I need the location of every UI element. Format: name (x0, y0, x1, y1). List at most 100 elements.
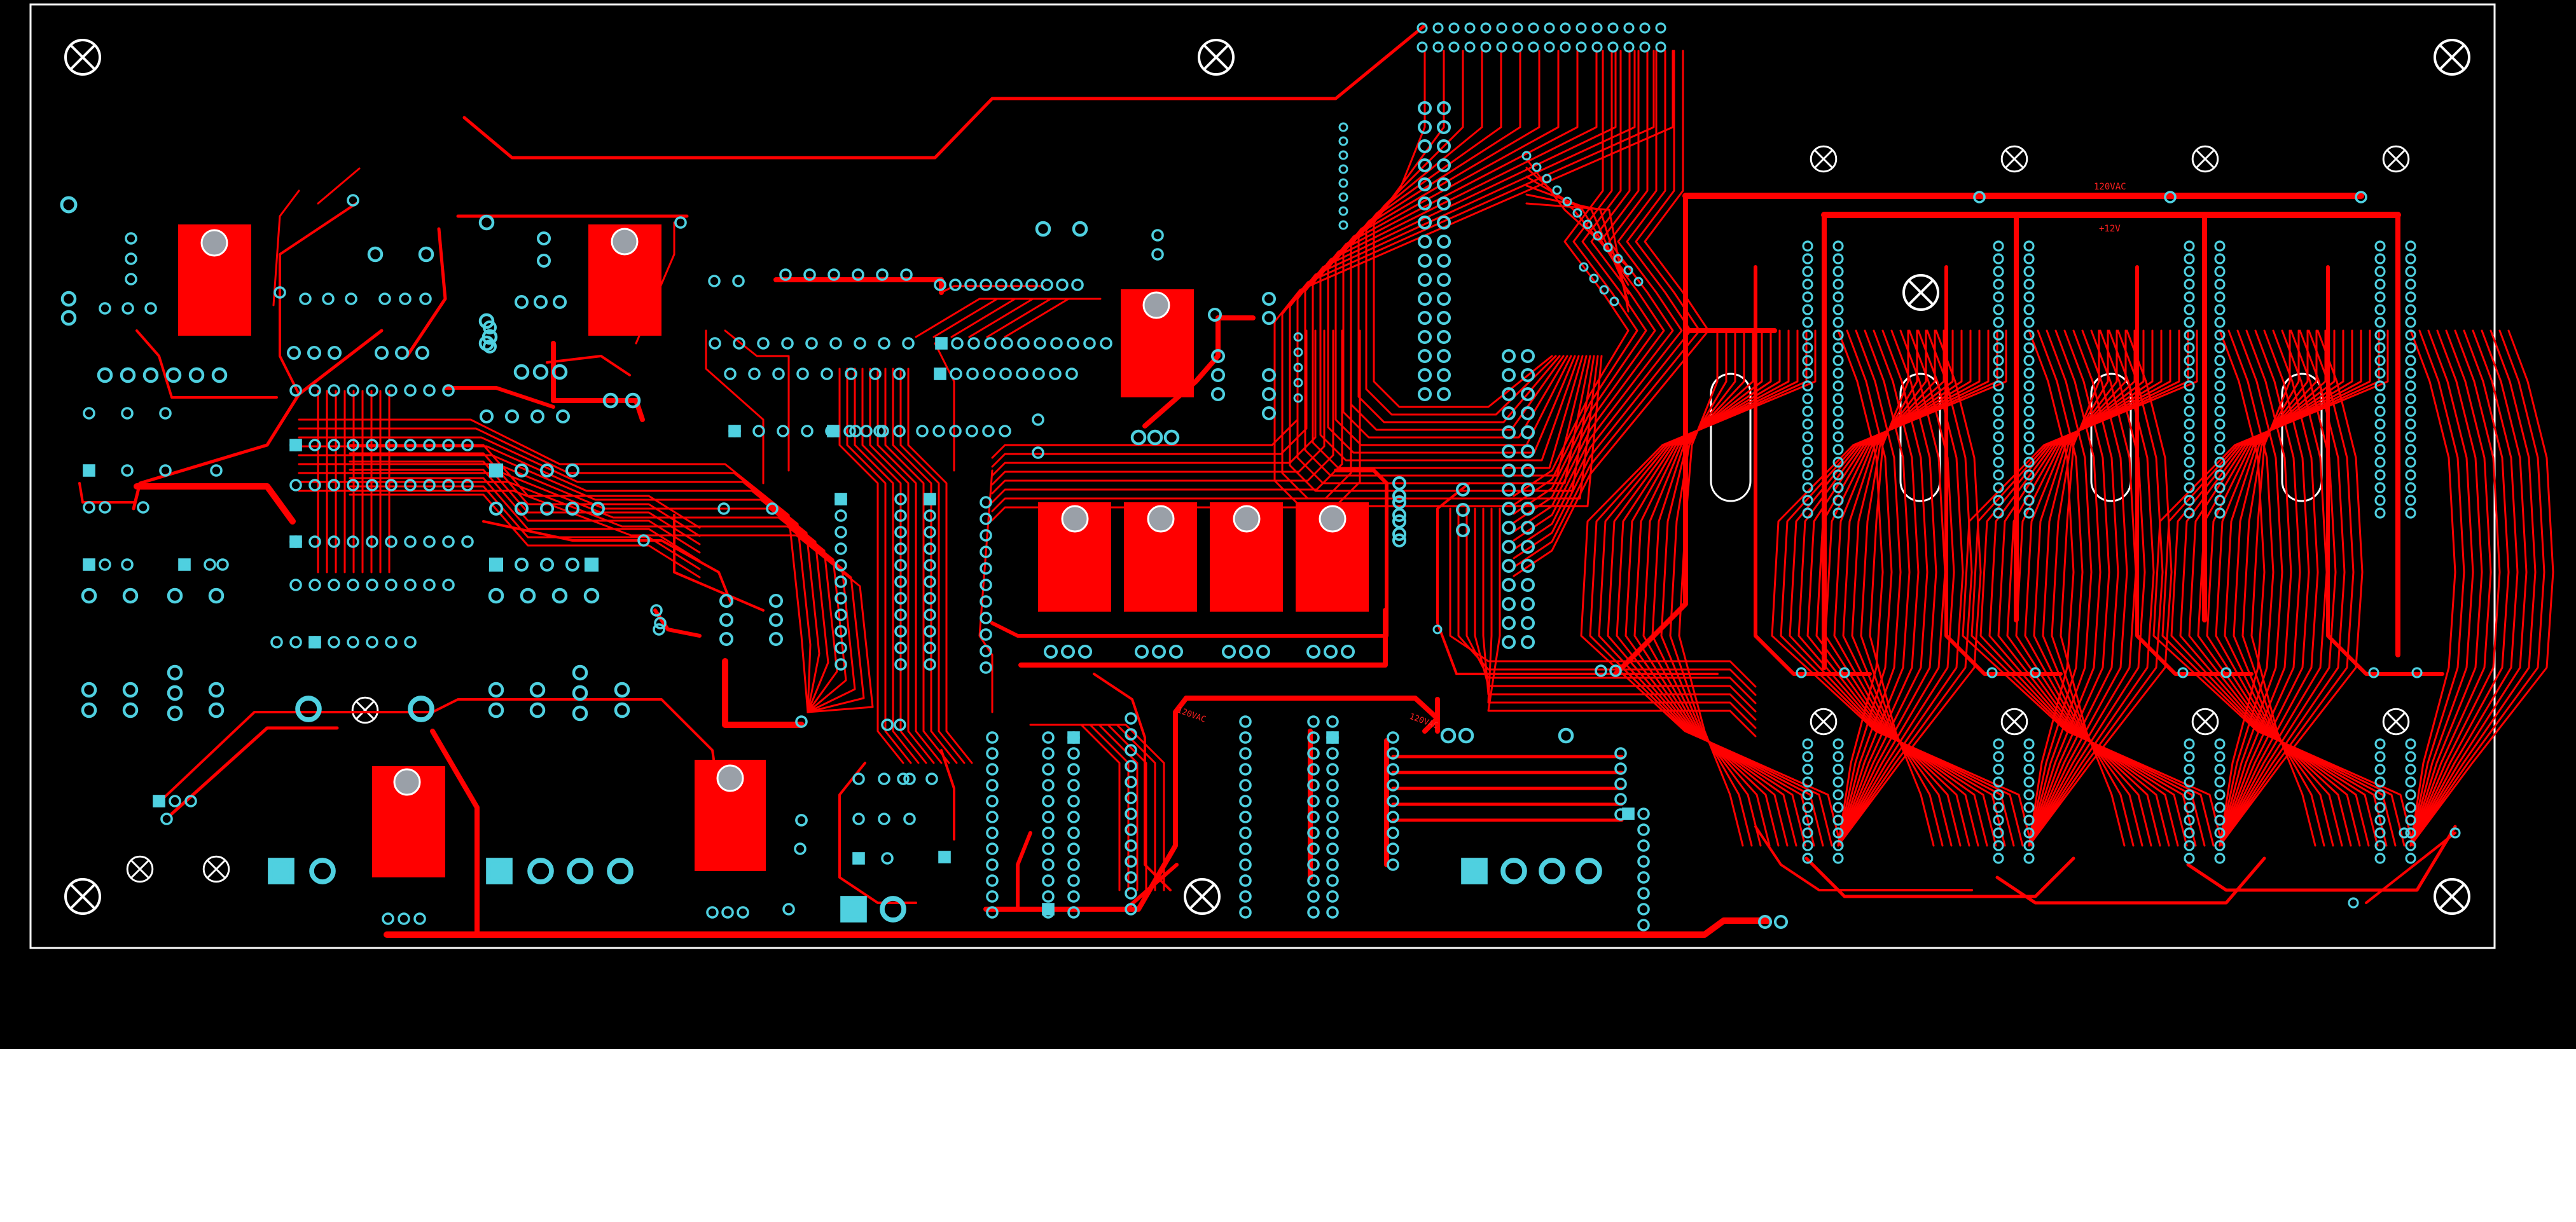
pad (2184, 278, 2195, 290)
pad (894, 718, 906, 731)
pad (1614, 793, 1627, 806)
pad (607, 858, 634, 884)
pad (2374, 457, 2386, 468)
pad (1993, 827, 2004, 839)
pad (572, 705, 588, 722)
pad (367, 246, 384, 263)
pad (1151, 229, 1164, 242)
pad (2184, 406, 2195, 417)
copper-trace (2224, 329, 2343, 847)
pad (1049, 367, 1062, 380)
pad (1589, 273, 1599, 284)
copper-trace (1436, 482, 1719, 675)
pad (1637, 903, 1650, 916)
copper-trace (1837, 329, 1937, 847)
pad (1993, 482, 2004, 493)
copper-trace (724, 329, 790, 472)
pad (893, 367, 906, 380)
pad (1417, 177, 1432, 192)
pad (1796, 667, 1807, 678)
pad (2023, 253, 2035, 264)
pad (1338, 122, 1348, 132)
pad (950, 367, 962, 380)
copper-trace (2028, 329, 2102, 847)
pad (1392, 533, 1407, 548)
pad (1544, 22, 1555, 34)
mounting-hole-icon (202, 855, 230, 883)
pad (845, 367, 857, 380)
pad (1307, 715, 1320, 728)
pad (995, 278, 1008, 291)
pad (2405, 853, 2416, 864)
pad (894, 658, 907, 671)
mounting-hole-icon (2191, 145, 2219, 173)
copper-trace (2033, 329, 2152, 847)
pad (1307, 779, 1320, 792)
copper-trace (1281, 50, 1655, 500)
pad (374, 345, 389, 360)
pad (2023, 329, 2035, 341)
copper-trace (349, 460, 701, 546)
pad (1060, 644, 1076, 659)
pad (1501, 501, 1516, 516)
pad (1637, 887, 1650, 900)
pad (2214, 291, 2226, 303)
copper-trace (384, 917, 1771, 938)
pad (1067, 906, 1080, 919)
copper-trace (2250, 329, 2316, 847)
pad (211, 367, 228, 383)
pad (2374, 507, 2386, 519)
pad (2405, 329, 2416, 341)
pad (894, 592, 907, 605)
pad (1151, 248, 1164, 261)
pad (461, 439, 474, 451)
pad (1417, 234, 1432, 249)
pad (2023, 853, 2035, 864)
copper-trace (298, 390, 821, 713)
pad (1623, 265, 1633, 275)
copper-trace (2409, 329, 2554, 847)
pad (2405, 840, 2416, 851)
pad (2023, 418, 2035, 430)
pad (964, 278, 977, 291)
pad (795, 715, 808, 728)
pad (308, 479, 321, 491)
pad (404, 579, 417, 591)
pad (347, 194, 359, 207)
pad (1832, 291, 1844, 303)
pad (385, 439, 398, 451)
pad (1067, 747, 1080, 760)
pad (1239, 906, 1252, 919)
pad (894, 526, 907, 539)
copper-trace (884, 367, 950, 764)
pad (2374, 853, 2386, 864)
mounting-hole-icon (1810, 708, 1838, 736)
pad (2449, 827, 2461, 839)
mounting-hole-icon (2191, 708, 2219, 736)
copper-trace (869, 367, 935, 764)
pad (2214, 789, 2226, 800)
large-pad (1147, 505, 1175, 533)
copper-trace (2409, 329, 2528, 847)
pad (583, 587, 600, 604)
pad (779, 268, 792, 281)
pad (1802, 240, 1813, 252)
pad (772, 367, 785, 380)
pad (1832, 355, 1844, 366)
pad (1532, 162, 1542, 172)
copper-trace (2409, 329, 2537, 847)
copper-trace (317, 167, 361, 205)
pad (555, 409, 571, 424)
pad (1993, 495, 2004, 506)
pad (366, 636, 378, 649)
pad (2405, 406, 2416, 417)
pad (2177, 667, 2189, 678)
empty-area-below (0, 1049, 2576, 1222)
pad (1041, 278, 1053, 291)
pad (1575, 41, 1587, 53)
pad (2374, 304, 2386, 315)
pad (2405, 317, 2416, 328)
pad (2214, 457, 2226, 468)
pad (1832, 789, 1844, 800)
pad (1993, 814, 2004, 826)
